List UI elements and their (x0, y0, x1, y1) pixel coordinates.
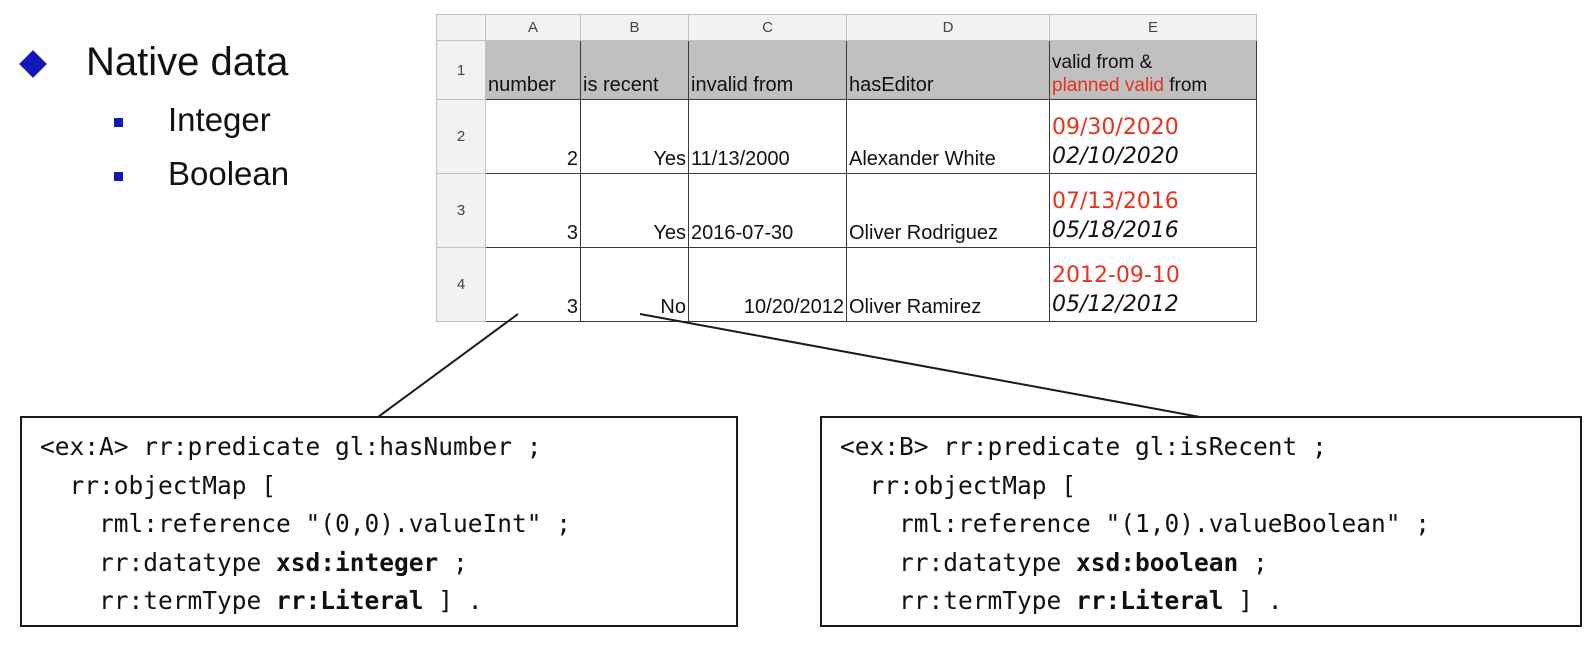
code-line: rr:objectMap [ (40, 470, 277, 500)
cell-valid-from[interactable]: 07/13/2016 05/18/2016 (1049, 173, 1257, 248)
valid-date: 05/18/2016 (1052, 218, 1179, 243)
planned-valid-date: 09/30/2020 (1052, 115, 1179, 140)
cell-invalid-from[interactable]: 2016-07-30 (688, 173, 847, 248)
code-line: <ex:B> rr:predicate gl:isRecent ; (840, 432, 1327, 461)
code-line: rr:datatype xsd:boolean ; (840, 544, 1580, 583)
table-row: 1 number is recent invalid from hasEdito… (436, 40, 1257, 100)
header-line: planned valid from (1052, 74, 1254, 97)
cell-header-is-recent[interactable]: is recent (580, 40, 689, 100)
column-header-e[interactable]: E (1049, 14, 1257, 41)
cell-number[interactable]: 3 (485, 247, 581, 322)
cell-is-recent[interactable]: Yes (580, 99, 689, 174)
code-bold-text: xsd:boolean (1076, 547, 1239, 577)
code-line: rml:reference "(1,0).valueBoolean" ; (840, 509, 1431, 538)
cell-header-invalid-from[interactable]: invalid from (688, 40, 847, 100)
column-header-b[interactable]: B (580, 14, 689, 41)
table-row: 3 3 Yes 2016-07-30 Oliver Rodriguez 07/1… (436, 173, 1257, 248)
row-header[interactable]: 1 (436, 40, 486, 100)
table-row: 4 3 No 10/20/2012 Oliver Ramirez 2012-09… (436, 247, 1257, 322)
code-line: rr:termType rr:Literal ] . (840, 582, 1580, 621)
header-line: valid from & (1052, 52, 1153, 73)
code-line: <ex:A> rr:predicate gl:hasNumber ; (40, 432, 542, 461)
bullet-label: Native data (86, 40, 289, 84)
planned-valid-date: 2012-09-10 (1052, 263, 1180, 288)
column-header-a[interactable]: A (485, 14, 581, 41)
column-header-c[interactable]: C (688, 14, 847, 41)
sub-bullet-label: Integer (168, 101, 271, 138)
cell-has-editor[interactable]: Oliver Rodriguez (846, 173, 1050, 248)
code-text: rr:datatype (840, 547, 1077, 577)
row-header[interactable]: 4 (436, 247, 486, 322)
code-text: ; (1238, 547, 1268, 577)
code-line: rr:datatype xsd:integer ; (40, 544, 736, 583)
header-text: from (1163, 75, 1208, 96)
code-bold-text: rr:Literal (1076, 586, 1224, 615)
planned-valid-date: 07/13/2016 (1052, 189, 1179, 214)
header-red-text: planned valid (1052, 75, 1164, 96)
cell-valid-from[interactable]: 2012-09-10 05/12/2012 (1049, 247, 1257, 322)
valid-date: 02/10/2020 (1052, 144, 1179, 169)
code-text: rr:termType (40, 586, 277, 615)
cell-header-has-editor[interactable]: hasEditor (846, 40, 1050, 100)
code-bold-text: xsd:integer (276, 547, 439, 577)
cell-invalid-from[interactable]: 10/20/2012 (688, 247, 847, 322)
row-header[interactable]: 2 (436, 99, 486, 174)
column-header-d[interactable]: D (846, 14, 1050, 41)
code-box-is-recent: <ex:B> rr:predicate gl:isRecent ; rr:obj… (820, 416, 1582, 627)
column-header-row: A B C D E (436, 14, 1257, 41)
code-text: rr:datatype (40, 547, 277, 577)
code-text: rr:termType (840, 586, 1077, 615)
code-line: rml:reference "(0,0).valueInt" ; (40, 509, 572, 538)
code-box-number: <ex:A> rr:predicate gl:hasNumber ; rr:ob… (20, 416, 738, 627)
cell-has-editor[interactable]: Oliver Ramirez (846, 247, 1050, 322)
valid-date: 05/12/2012 (1052, 292, 1179, 317)
sub-bullet-label: Boolean (168, 155, 290, 192)
code-text: ; (438, 547, 468, 577)
code-line: rr:objectMap [ (840, 470, 1077, 500)
cell-number[interactable]: 2 (485, 99, 581, 174)
code-bold-text: rr:Literal (276, 586, 424, 615)
cell-invalid-from[interactable]: 11/13/2000 (688, 99, 847, 174)
connector-line-a (377, 313, 519, 418)
square-bullet-icon (114, 172, 123, 181)
cell-valid-from[interactable]: 09/30/2020 02/10/2020 (1049, 99, 1257, 174)
code-text: ] . (423, 586, 483, 615)
cell-header-valid-from[interactable]: valid from & planned valid from (1049, 40, 1257, 100)
connector-line-b (639, 313, 1201, 418)
cell-is-recent[interactable]: No (580, 247, 689, 322)
code-line: rr:termType rr:Literal ] . (40, 582, 736, 621)
row-header[interactable]: 3 (436, 173, 486, 248)
corner-cell[interactable] (436, 14, 486, 41)
cell-header-number[interactable]: number (485, 40, 581, 100)
cell-number[interactable]: 3 (485, 173, 581, 248)
cell-has-editor[interactable]: Alexander White (846, 99, 1050, 174)
diamond-bullet-icon (19, 50, 47, 78)
spreadsheet: A B C D E 1 number is recent invalid fro… (436, 14, 1257, 322)
cell-is-recent[interactable]: Yes (580, 173, 689, 248)
code-text: ] . (1223, 586, 1283, 615)
table-row: 2 2 Yes 11/13/2000 Alexander White 09/30… (436, 99, 1257, 174)
square-bullet-icon (114, 118, 123, 127)
